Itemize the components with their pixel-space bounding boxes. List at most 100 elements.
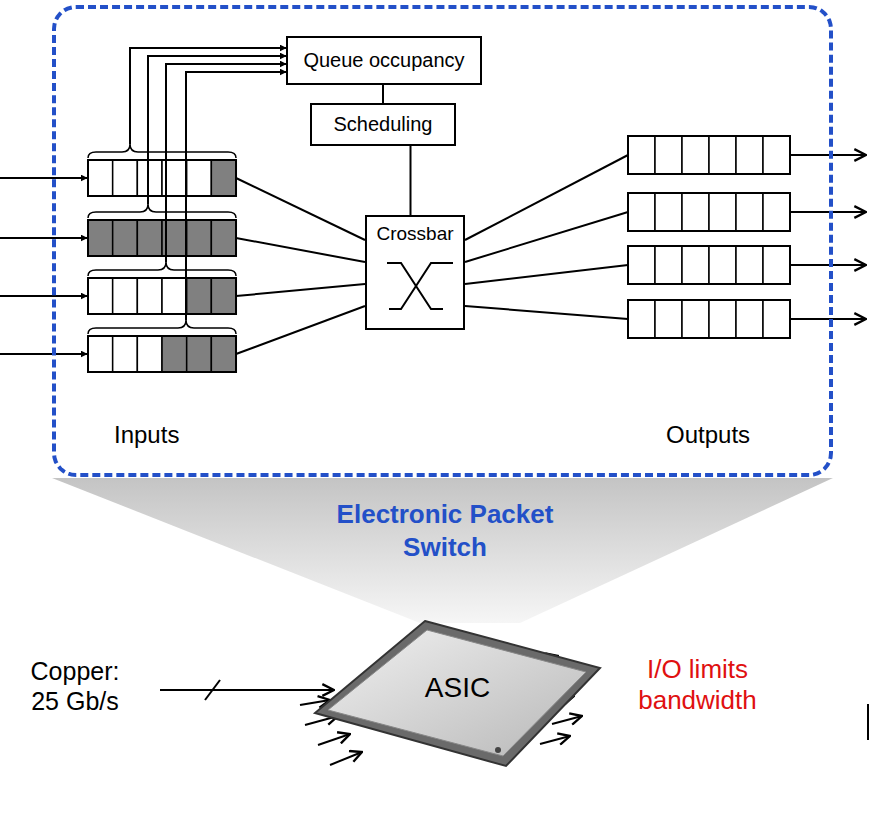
connector [382, 85, 384, 103]
queue-cell [655, 193, 682, 231]
queue-cell [736, 246, 763, 284]
input-wire [236, 238, 365, 262]
queue-cell [709, 300, 736, 338]
queue-cell [113, 220, 138, 256]
queue-cell [682, 193, 709, 231]
queue-cell [137, 220, 162, 256]
queue-cell [187, 160, 212, 196]
queue-cell [113, 160, 138, 196]
node-text: Outputs [666, 421, 750, 449]
queue-cell [162, 278, 187, 314]
output-arrow [790, 264, 866, 266]
queue-cell [628, 193, 655, 231]
input-queue [88, 336, 236, 372]
queue-cell [655, 136, 682, 174]
process-box: Scheduling [310, 103, 456, 146]
queue-cell [682, 300, 709, 338]
asic-chip: ASIC [310, 618, 605, 768]
queue-cell [162, 336, 187, 372]
queue-cell [187, 278, 212, 314]
queue-cell [709, 193, 736, 231]
output-arrow [790, 211, 866, 213]
io-label: Copper: 25 Gb/s [20, 656, 130, 716]
queue-cell [137, 336, 162, 372]
queue-cell [628, 300, 655, 338]
copper-input [160, 689, 334, 691]
output-arrow [790, 318, 866, 320]
queue-cell [763, 136, 790, 174]
queue-cell [211, 160, 236, 196]
output-wire [465, 155, 628, 240]
queue-cell [709, 246, 736, 284]
queue-cell [113, 336, 138, 372]
chip-input [318, 734, 350, 745]
input-queue [88, 160, 236, 196]
queue-cell [211, 220, 236, 256]
input-arrow [0, 237, 87, 239]
node-text: Electronic Packet Switch [315, 498, 575, 563]
output-queue [628, 136, 790, 174]
queue-cell [655, 246, 682, 284]
queue-cell [211, 336, 236, 372]
node-text: Scheduling [334, 113, 433, 136]
chip-input [330, 752, 362, 765]
queue-cell [655, 300, 682, 338]
occupancy-wire [148, 56, 286, 204]
output-wire [465, 212, 628, 262]
output-queue [628, 193, 790, 231]
queue-cell [682, 246, 709, 284]
queue-cell [187, 220, 212, 256]
queue-cell [763, 300, 790, 338]
node-text: ASIC [310, 672, 605, 704]
queue-cell [763, 193, 790, 231]
input-queue [88, 220, 236, 256]
queue-cell [736, 193, 763, 231]
process-box: Queue occupancy [286, 36, 482, 85]
chip-output [552, 716, 582, 724]
zoom-funnel: Electronic Packet Switch [52, 478, 833, 626]
queue-cell [709, 136, 736, 174]
queue-cell [763, 246, 790, 284]
output-arrow [790, 154, 866, 156]
crossbar-box: Crossbar [365, 215, 465, 330]
queue-cell [187, 336, 212, 372]
input-arrow [0, 295, 87, 297]
queue-cell [88, 220, 113, 256]
output-queue [628, 300, 790, 338]
output-wire [465, 306, 628, 319]
output-queue [628, 246, 790, 284]
edge-bar [867, 704, 869, 740]
occupancy-wire [130, 48, 286, 144]
output-wire [465, 265, 628, 284]
queue-cell [736, 136, 763, 174]
queue-cell [88, 336, 113, 372]
queue-brace [88, 144, 236, 158]
input-arrow [0, 353, 87, 355]
queue-cell [682, 136, 709, 174]
queue-brace [88, 320, 236, 334]
queue-cell [88, 160, 113, 196]
node-text: Queue occupancy [303, 49, 464, 72]
input-wire [236, 178, 365, 240]
queue-cell [113, 278, 138, 314]
queue-cell [736, 300, 763, 338]
queue-cell [211, 278, 236, 314]
input-wire [236, 284, 365, 296]
input-wire [236, 306, 365, 354]
occupancy-wire [166, 64, 286, 262]
limit-note: I/O limits bandwidth [610, 654, 785, 716]
occupancy-wire [186, 72, 286, 320]
queue-brace [88, 262, 236, 276]
queue-cell [628, 136, 655, 174]
queue-cell [137, 278, 162, 314]
queue-cell [137, 160, 162, 196]
queue-cell [88, 278, 113, 314]
queue-cell [628, 246, 655, 284]
switch-region: InputsOutputsQueue occupancySchedulingCr… [52, 5, 833, 477]
bus-slash [205, 680, 220, 700]
chip-output [540, 736, 570, 744]
connector [410, 146, 412, 215]
queue-brace [88, 204, 236, 218]
input-arrow [0, 177, 87, 179]
node-text: Crossbar [376, 223, 453, 245]
